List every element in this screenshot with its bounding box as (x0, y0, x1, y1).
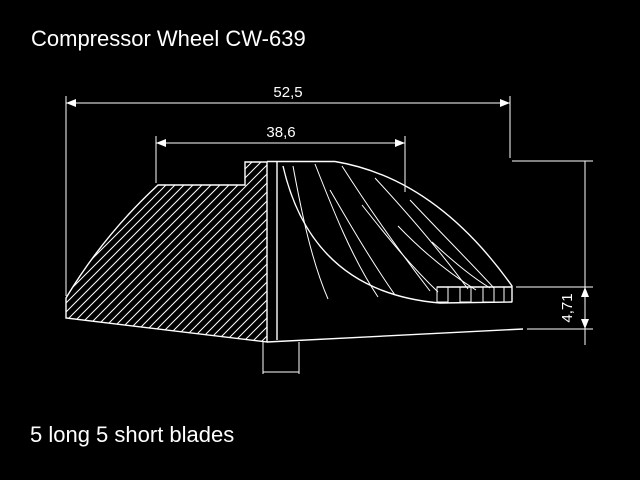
dimension-value: 4,71 (559, 293, 576, 322)
blade-curve-long (374, 177, 469, 290)
exducer-tooth (436, 286, 449, 303)
exducer-tooth (503, 286, 513, 303)
blade-curve-short (397, 225, 477, 291)
hub-outline (65, 161, 268, 343)
drawing-title: Compressor Wheel CW-639 (31, 26, 306, 51)
blade-curve-long (341, 165, 431, 292)
dimension-value: 52,5 (273, 84, 302, 101)
blade-curve-short (361, 204, 439, 293)
exducer-tooth (482, 286, 495, 303)
dimension-overall-width: 52,5 (65, 84, 511, 296)
blade-curve-long (314, 163, 379, 298)
arrowhead (156, 139, 166, 147)
shroud-contour (334, 160, 513, 302)
arrowhead (500, 99, 510, 107)
hub-surface-contour (282, 165, 513, 304)
blade-curve-long (409, 199, 495, 289)
arrowhead (581, 319, 589, 329)
dimension-value: 38,6 (266, 124, 295, 141)
back-disk-bottom-line (266, 328, 524, 343)
arrowhead (395, 139, 405, 147)
blade-curve-long (292, 165, 329, 300)
hub-cross-section (65, 161, 278, 343)
arrowhead (66, 99, 76, 107)
dimension-tip-height: 4,71 (512, 160, 593, 345)
exducer-teeth (266, 286, 524, 343)
shaft-stub (262, 342, 300, 374)
blade-curve-short (329, 189, 396, 296)
arrowhead (581, 287, 589, 297)
blade-count-note: 5 long 5 short blades (30, 422, 235, 447)
blade-curve-short (431, 241, 491, 289)
dimension-hub-width: 38,6 (155, 124, 406, 192)
exducer-tooth (459, 286, 472, 303)
blade-profiles (267, 160, 513, 304)
